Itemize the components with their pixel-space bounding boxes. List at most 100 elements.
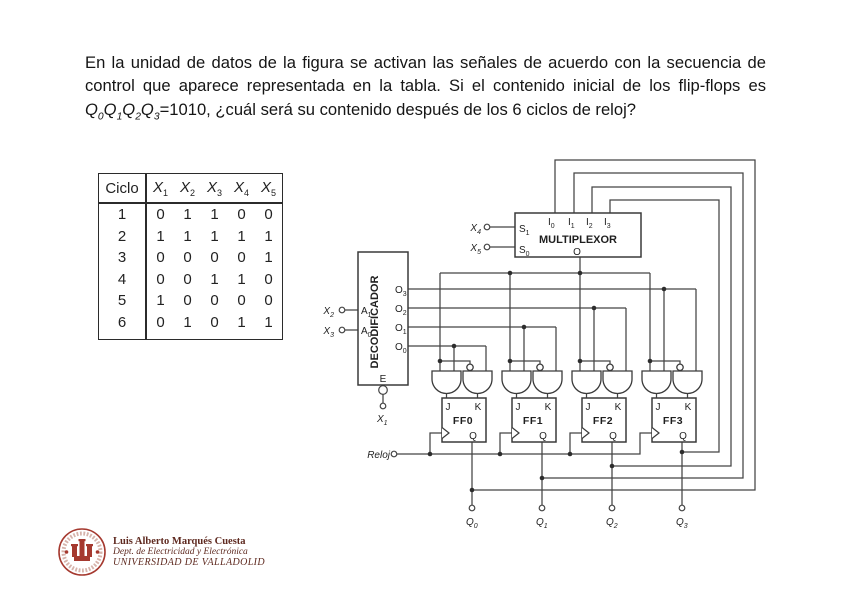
clock-label: Reloj <box>367 450 391 461</box>
university-logo: Luis Alberto Marqués Cuesta Dept. de Ele… <box>57 526 265 578</box>
ff2-k-and-gate <box>602 370 633 395</box>
university-seal-icon <box>58 528 106 576</box>
mux-input-i2: I2 <box>586 217 593 230</box>
ff0-q-label: Q <box>469 431 477 442</box>
cycle-header: Ciclo <box>98 173 147 204</box>
ff3-k-and-gate <box>672 370 703 395</box>
ff3-q-label: Q <box>679 431 687 442</box>
table-row: 3 0 0 0 0 1 <box>98 247 283 269</box>
ff2-j-and-gate <box>571 370 602 395</box>
ff3-clock-triangle-icon <box>651 427 660 439</box>
ff2-q-label: Q <box>609 431 617 442</box>
ff1-j-label: J <box>516 402 521 413</box>
signal-header-x5: X5 <box>255 173 283 204</box>
ff1-k-and-gate <box>532 370 563 395</box>
logo-author: Luis Alberto Marqués Cuesta <box>113 536 246 547</box>
circuit-wires <box>345 159 756 505</box>
ff1-k-label: K <box>545 402 552 413</box>
ff2-k-label: K <box>615 402 622 413</box>
x5-terminal <box>483 243 491 251</box>
q1-output-label: Q1 <box>536 517 548 530</box>
x5-label: X5 <box>469 243 481 256</box>
ff-var-q1: Q1 <box>103 99 123 123</box>
q2-output-label: Q2 <box>606 517 618 530</box>
ff3-j-label: J <box>656 402 661 413</box>
ff0-k-and-gate <box>462 370 493 395</box>
and-gates <box>431 363 703 395</box>
mux-title: MULTIPLEXOR <box>539 234 617 246</box>
x3-label: X3 <box>322 326 334 339</box>
q3-terminal <box>678 504 686 512</box>
ff3-box <box>651 397 697 443</box>
ff0-k-label: K <box>475 402 482 413</box>
inverter-bubble <box>466 363 474 372</box>
ff1-j-and-gate <box>501 370 532 395</box>
ff3-name: FF3 <box>663 415 683 427</box>
enable-bubble <box>378 385 388 395</box>
x4-label: X4 <box>469 223 481 236</box>
x1-terminal <box>379 402 387 410</box>
signal-header-x2: X2 <box>174 173 201 204</box>
ff3-k-label: K <box>685 402 692 413</box>
inverter-bubble <box>676 363 684 372</box>
ff0-j-and-gate <box>431 370 462 395</box>
decoder-enable-label: E <box>380 374 387 385</box>
mux-input-i3: I3 <box>604 217 611 230</box>
ff-var-q2: Q2 <box>122 99 141 123</box>
ff1-box <box>511 397 557 443</box>
q1-terminal <box>538 504 546 512</box>
x4-terminal <box>483 223 491 231</box>
ff1-name: FF1 <box>523 415 543 427</box>
logo-university: UNIVERSIDAD DE VALLADOLID <box>113 557 266 568</box>
x2-label: X2 <box>322 306 334 319</box>
mux-input-i0: I0 <box>548 217 555 230</box>
clock-terminal <box>390 450 398 458</box>
ff0-box <box>441 397 487 443</box>
inverter-bubble <box>606 363 614 372</box>
decoder-title: DECODIFICADOR <box>369 276 381 369</box>
question-part1: En la unidad de datos de la figura se ac… <box>85 53 766 96</box>
ff1-clock-triangle-icon <box>511 427 520 439</box>
decoder-output-o3: O3 <box>395 285 407 298</box>
junction-dots <box>427 270 685 493</box>
table-header-row: Ciclo X1 X2 X3 X4 X5 <box>98 173 283 204</box>
mux-box <box>514 212 642 258</box>
inverter-bubble <box>536 363 544 372</box>
ff2-name: FF2 <box>593 415 613 427</box>
mux-input-i1: I1 <box>568 217 575 230</box>
ff0-clock-triangle-icon <box>441 427 450 439</box>
ff0-name: FF0 <box>453 415 473 427</box>
x3-terminal <box>338 326 346 334</box>
signal-header-x1: X1 <box>146 173 174 204</box>
signal-terminals <box>338 223 686 512</box>
ff3-j-and-gate <box>641 370 672 395</box>
decoder-output-o2: O2 <box>395 304 407 317</box>
signal-header-x4: X4 <box>228 173 255 204</box>
decoder-input-a1: A1 <box>361 306 372 319</box>
decoder-box <box>357 251 409 386</box>
decoder-input-a0: A0 <box>361 326 372 339</box>
logo-department: Dept. de Electricidad y Electrónica <box>113 547 248 557</box>
circuit-labels: MULTIPLEXOR I0 I1 I2 I3 S1 S0 O X4 X5 DE… <box>322 217 691 530</box>
ff0-j-label: J <box>446 402 451 413</box>
decoder-output-o0: O0 <box>395 342 407 355</box>
x2-terminal <box>338 306 346 314</box>
mux-output-label: O <box>573 247 581 258</box>
q0-output-label: Q0 <box>466 517 478 530</box>
signal-header-x3: X3 <box>201 173 228 204</box>
table-row: 1 0 1 1 0 0 <box>98 203 283 226</box>
ff1-q-label: Q <box>539 431 547 442</box>
ff2-j-label: J <box>586 402 591 413</box>
table-row: 4 0 0 1 1 0 <box>98 268 283 290</box>
q0-terminal <box>468 504 476 512</box>
q3-output-label: Q3 <box>676 517 688 530</box>
table-row: 6 0 1 0 1 1 <box>98 311 283 340</box>
clock-triangles <box>441 427 660 439</box>
decoder-output-o1: O1 <box>395 323 407 336</box>
table-row: 5 1 0 0 0 0 <box>98 290 283 312</box>
ff-var-q0: Q0 <box>85 99 104 123</box>
mux-select-s1: S1 <box>519 224 530 237</box>
q2-terminal <box>608 504 616 512</box>
